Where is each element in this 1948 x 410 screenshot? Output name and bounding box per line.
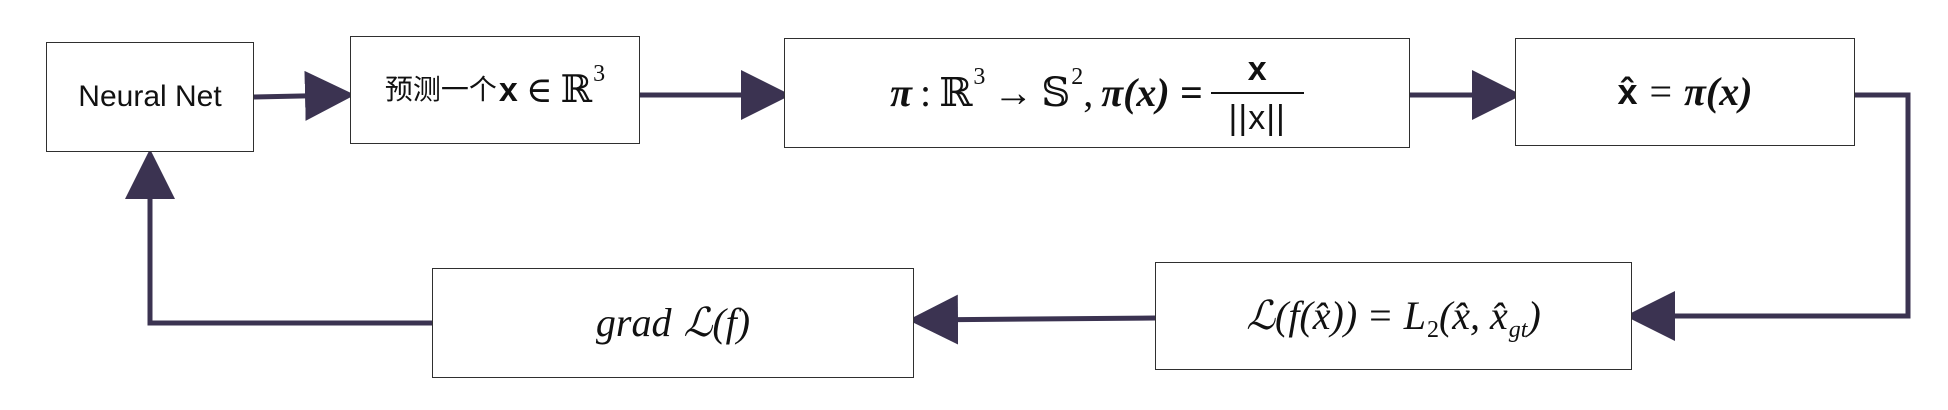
neural-net-box: Neural Net: [46, 42, 254, 152]
prediction-prefix: 预测一个: [384, 74, 497, 105]
real-space-exponent: 3: [593, 61, 606, 87]
normalized-rhs: π(x): [1684, 69, 1753, 114]
arrow-loss-to-grad: [908, 294, 1156, 345]
normalized-box: x̂ = π(x): [1515, 38, 1855, 146]
normalized-lhs: x̂: [1617, 71, 1638, 112]
loss-close: ): [1527, 293, 1541, 338]
grad-script-l: ℒ: [683, 300, 713, 345]
projection-domain: ℝ: [939, 70, 973, 115]
projection-arrow: →: [993, 70, 1034, 115]
arrow-normalized-to-loss: [1625, 92, 1911, 341]
grad-argument: (f): [712, 300, 751, 345]
projection-colon: :: [919, 70, 932, 115]
arrow-grad-to-neural-net: [125, 149, 432, 326]
projection-domain-exponent: 3: [973, 64, 986, 90]
loss-l-subscript: 2: [1426, 317, 1439, 343]
arrow-neural-net-to-prediction: [253, 70, 355, 121]
loss-equals: =: [1369, 293, 1392, 338]
loss-left: (f(x̂)): [1275, 293, 1358, 338]
loss-gt-subscript: gt: [1508, 317, 1528, 343]
projection-numerator: x: [1247, 49, 1267, 88]
projection-pi: π: [890, 70, 912, 115]
projection-codomain: 𝕊: [1041, 70, 1071, 115]
projection-box: π : ℝ 3 → 𝕊 2 , π(x) = x ||x||: [784, 38, 1410, 148]
projection-codomain-exponent: 2: [1071, 64, 1084, 90]
loss-script-l: ℒ: [1246, 293, 1275, 338]
real-space-symbol: ℝ: [560, 69, 593, 111]
projection-separator: ,: [1083, 70, 1094, 115]
normalized-equals: =: [1649, 69, 1673, 114]
projection-denominator: ||x||: [1210, 91, 1304, 135]
grad-text: grad: [595, 300, 672, 345]
element-of-symbol: ∈: [525, 70, 553, 110]
loss-args: (x̂, x̂: [1438, 293, 1508, 338]
loss-l: L: [1403, 293, 1426, 338]
loss-box: ℒ (f(x̂)) = L 2 (x̂, x̂ gt ): [1155, 262, 1632, 370]
loss-formula: ℒ (f(x̂)) = L 2 (x̂, x̂ gt ): [1246, 293, 1541, 343]
grad-box: grad ℒ (f): [432, 268, 914, 378]
prediction-box: 预测一个 x ∈ ℝ 3: [350, 36, 640, 144]
grad-formula: grad ℒ (f): [596, 303, 750, 343]
normalized-formula: x̂ = π(x): [1617, 72, 1752, 112]
prediction-vector: x: [498, 71, 518, 109]
prediction-formula: 预测一个 x ∈ ℝ 3: [384, 62, 605, 111]
neural-net-label: Neural Net: [78, 80, 222, 113]
projection-pi-x: π(x) =: [1101, 70, 1203, 115]
projection-formula: π : ℝ 3 → 𝕊 2 , π(x) = x ||x||: [890, 52, 1304, 135]
projection-fraction: x ||x||: [1210, 49, 1304, 135]
